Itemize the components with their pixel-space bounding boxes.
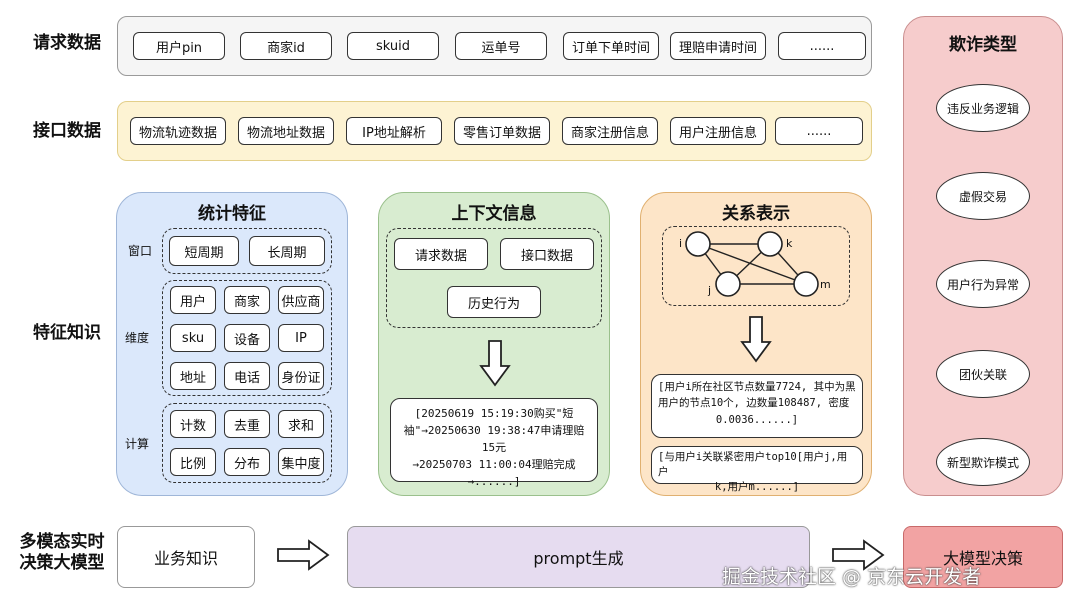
context-down-arrow [479, 340, 511, 387]
request-chip[interactable]: 订单下单时间 [563, 32, 659, 60]
relation-example-line: [用户i所在社区节点数量7724, 其中为黑 [658, 381, 856, 393]
graph-node-m [793, 271, 819, 297]
graph-node-k [757, 231, 783, 257]
compute-group [162, 403, 332, 483]
context-group [386, 228, 602, 328]
relation-example-line: 用户的节点10个, 边数量108487, 密度 [658, 397, 850, 410]
window-label: 窗口 [128, 244, 153, 258]
interface-chip[interactable]: ...... [775, 117, 863, 145]
compute-chip[interactable]: 集中度 [278, 448, 324, 476]
relation-graph: i k j m [679, 231, 831, 297]
dimension-chip[interactable]: 电话 [224, 362, 270, 390]
context-example: [20250619 15:19:30购买"短 袖"→20250630 19:38… [390, 398, 598, 488]
relation-down-arrow [740, 316, 772, 363]
compute-chip[interactable]: 去重 [224, 410, 270, 438]
relation-title: 关系表示 [722, 204, 790, 224]
graph-node-label: m [820, 278, 831, 291]
fraud-type-item[interactable]: 违反业务逻辑 [936, 84, 1030, 132]
request-chip[interactable]: ...... [778, 32, 866, 60]
graph-node-i [685, 231, 711, 257]
interface-chip[interactable]: 物流轨迹数据 [130, 117, 226, 145]
business-to-prompt-arrow [277, 539, 330, 571]
dimension-label: 维度 [125, 331, 150, 345]
dimension-chip[interactable]: 商家 [224, 286, 270, 314]
context-chip[interactable]: 请求数据 [394, 238, 488, 270]
llm-decision-box[interactable]: 大模型决策 [903, 526, 1063, 588]
context-example-line: 袖"→20250630 19:38:47申请理赔15元 [403, 424, 585, 455]
business-knowledge-box[interactable]: 业务知识 [117, 526, 255, 588]
fraud-types-title: 欺诈类型 [949, 35, 1017, 55]
fraud-type-item[interactable]: 用户行为异常 [936, 260, 1030, 308]
prompt-generation-box[interactable]: prompt生成 [347, 526, 810, 588]
graph-group [662, 226, 850, 306]
window-group [162, 228, 332, 274]
dimension-chip[interactable]: sku [170, 324, 216, 352]
compute-chip[interactable]: 比例 [170, 448, 216, 476]
graph-node-label: i [679, 237, 682, 250]
graph-node-label: k [786, 237, 793, 250]
request-chip[interactable]: 商家id [240, 32, 332, 60]
context-chip[interactable]: 历史行为 [447, 286, 541, 318]
context-example-line: →20250703 11:00:04理赔完成 [412, 458, 576, 472]
interface-chip[interactable]: 商家注册信息 [562, 117, 658, 145]
request-row-label: 请求数据 [33, 33, 101, 53]
compute-chip[interactable]: 分布 [224, 448, 270, 476]
interface-row-label: 接口数据 [33, 121, 101, 141]
relation-example-2: [与用户i关联紧密用户top10[用户j,用户 k,用户m......] [651, 446, 863, 493]
interface-chip[interactable]: 零售订单数据 [454, 117, 550, 145]
watermark: 掘金技术社区 @ 京东云开发者 [722, 566, 982, 588]
fraud-type-item[interactable]: 团伙关联 [936, 350, 1030, 398]
dimension-chip[interactable]: 用户 [170, 286, 216, 314]
dimension-chip[interactable]: 设备 [224, 324, 270, 352]
realtime-model-label-line2: 决策大模型 [19, 553, 105, 574]
request-chip[interactable]: 理赔申请时间 [670, 32, 766, 60]
dimension-chip[interactable]: 身份证 [278, 362, 324, 390]
window-chip[interactable]: 短周期 [169, 236, 239, 266]
graph-node-label: j [707, 284, 711, 297]
realtime-model-label-line1: 多模态实时 [19, 532, 105, 552]
request-chip[interactable]: skuid [347, 32, 439, 60]
window-chip[interactable]: 长周期 [249, 236, 325, 266]
context-example-line: [20250619 15:19:30购买"短 [414, 407, 574, 420]
relation-example-line: k,用户m......] [714, 481, 800, 494]
relation-example-line: [与用户i关联紧密用户top10[用户j,用户 [658, 451, 848, 479]
relation-example-1: [用户i所在社区节点数量7724, 其中为黑 用户的节点10个, 边数量1084… [651, 374, 863, 438]
prompt-to-decision-arrow [832, 539, 885, 571]
interface-chip[interactable]: 物流地址数据 [238, 117, 334, 145]
compute-chip[interactable]: 求和 [278, 410, 324, 438]
context-example-line: →......] [467, 475, 521, 489]
dimension-group [162, 280, 332, 396]
feature-knowledge-label: 特征知识 [33, 323, 101, 343]
compute-chip[interactable]: 计数 [170, 410, 216, 438]
compute-label: 计算 [125, 437, 150, 451]
fraud-type-item[interactable]: 新型欺诈模式 [936, 438, 1030, 486]
relation-example-line: 0.0036......] [715, 413, 799, 426]
request-chip[interactable]: 用户pin [133, 32, 225, 60]
dimension-chip[interactable]: 供应商 [278, 286, 324, 314]
stat-features-title: 统计特征 [198, 204, 266, 224]
interface-chip[interactable]: IP地址解析 [346, 117, 442, 145]
request-chip[interactable]: 运单号 [455, 32, 547, 60]
graph-edge [697, 243, 807, 285]
context-title: 上下文信息 [451, 204, 537, 224]
realtime-model-label: 多模态实时 决策大模型 [12, 532, 112, 575]
fraud-type-item[interactable]: 虚假交易 [936, 172, 1030, 220]
dimension-chip[interactable]: IP [278, 324, 324, 352]
interface-chip[interactable]: 用户注册信息 [670, 117, 766, 145]
graph-node-j [715, 271, 741, 297]
context-chip[interactable]: 接口数据 [500, 238, 594, 270]
dimension-chip[interactable]: 地址 [170, 362, 216, 390]
